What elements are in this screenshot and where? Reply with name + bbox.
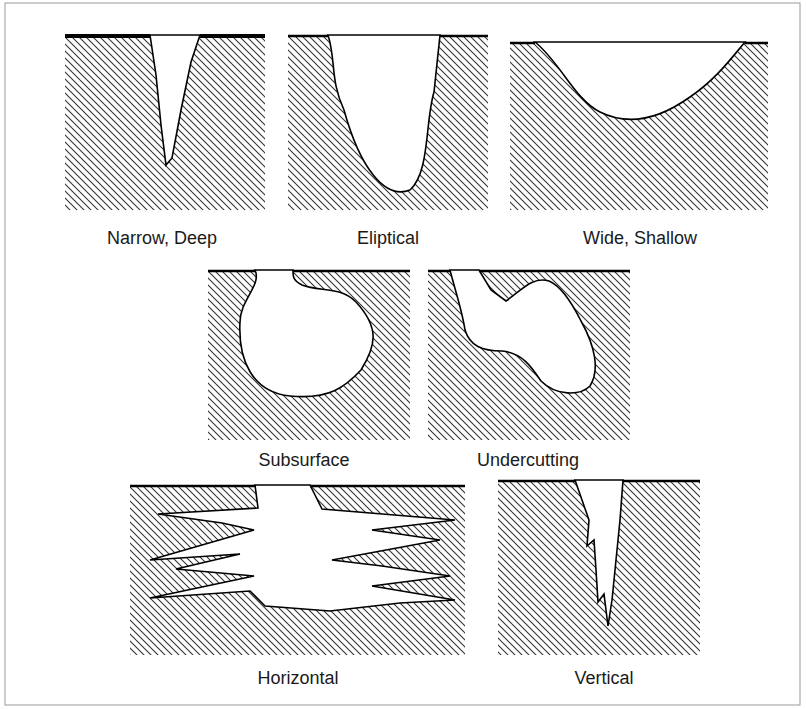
subsurface-pit (208, 270, 410, 440)
pit-type-label: Subsurface (258, 450, 349, 472)
pit-type-label: Undercutting (477, 450, 579, 472)
pit-type-label: Eliptical (357, 228, 419, 250)
elliptical-pit (288, 35, 488, 210)
horizontal-pit (130, 485, 465, 655)
pit-type-label: Horizontal (257, 668, 338, 690)
undercutting-pit (428, 270, 630, 440)
pit-type-label: Vertical (574, 668, 633, 690)
pit-type-label: Narrow, Deep (107, 228, 217, 250)
outer-frame (5, 3, 800, 705)
vertical-pit (498, 480, 700, 655)
pit-type-label: Wide, Shallow (583, 228, 697, 250)
wide-shallow-pit (510, 42, 768, 210)
narrow-deep-pit (65, 35, 265, 210)
